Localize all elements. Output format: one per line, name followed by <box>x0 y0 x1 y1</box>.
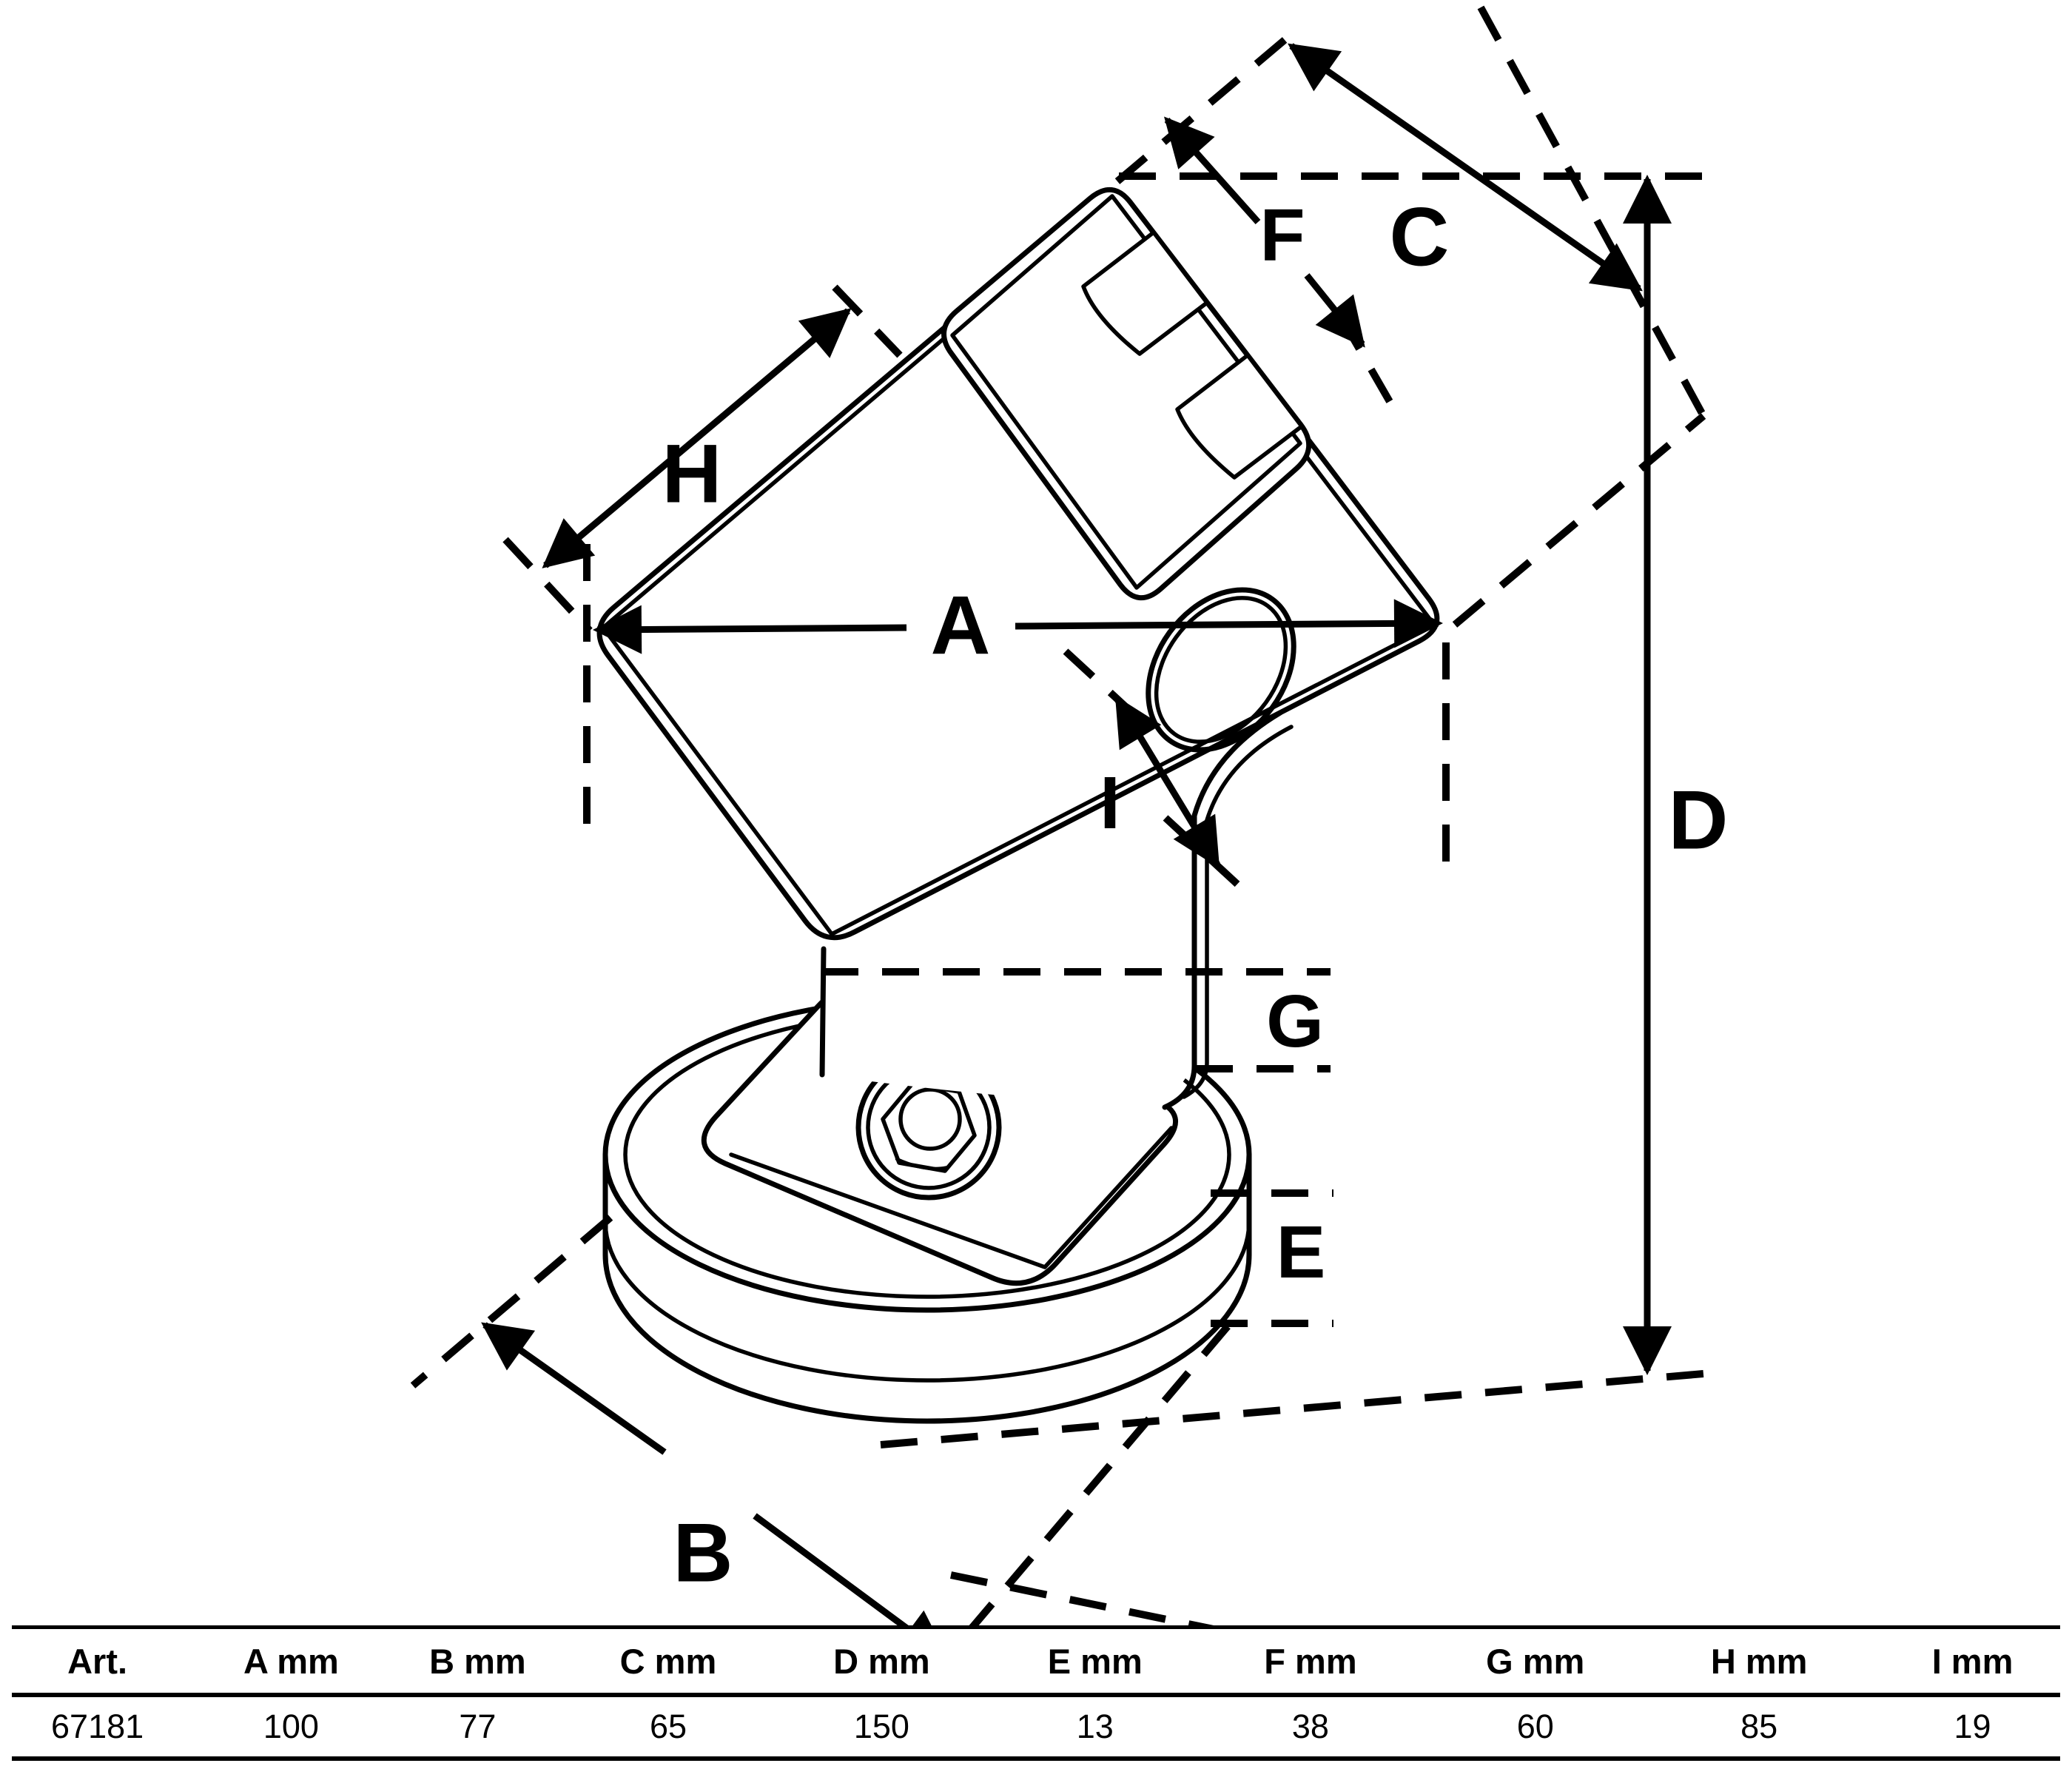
header-cell-g: G mm <box>1486 1641 1585 1681</box>
label-E: E <box>1276 1211 1326 1294</box>
value-cell-e: 13 <box>1076 1708 1114 1745</box>
table-top-rule <box>12 1625 2060 1629</box>
value-cell-a: 100 <box>263 1708 319 1745</box>
ext-tick-h-upper <box>832 284 903 358</box>
spring-clip <box>941 187 1312 601</box>
base-bottom-edge <box>602 1252 1252 1424</box>
label-A: A <box>931 580 991 672</box>
ext-tick-h-lower <box>502 537 593 634</box>
ext-line-right-diagonal-lower <box>1452 413 1706 628</box>
value-cell-d: 150 <box>853 1708 909 1745</box>
dim-arrow-B-lower <box>753 1513 949 1625</box>
ext-line-ground-front <box>949 1571 1214 1625</box>
label-I: I <box>1100 762 1120 845</box>
label-F: F <box>1259 194 1305 277</box>
label-B: B <box>673 1507 733 1599</box>
value-cell-g: 60 <box>1516 1708 1554 1745</box>
value-cell-b: 77 <box>459 1708 497 1745</box>
table-value-row: 67181 100 77 65 150 13 38 60 85 19 <box>0 1697 2072 1756</box>
dim-arrow-A-right <box>1015 599 1443 648</box>
value-cell-i: 19 <box>1954 1708 1991 1745</box>
header-cell-h: H mm <box>1710 1641 1808 1681</box>
dim-arrow-H <box>542 308 852 568</box>
dim-arrow-B-upper <box>481 1322 667 1455</box>
label-H: H <box>662 428 722 520</box>
header-cell-f: F mm <box>1264 1641 1357 1681</box>
dim-arrow-F-upper <box>1164 116 1261 224</box>
ext-line-right-diagonal-upper <box>1477 5 1707 418</box>
header-cell-a: A mm <box>243 1641 339 1681</box>
header-cell-d: D mm <box>833 1641 930 1681</box>
header-cell-i: I mm <box>1931 1641 2014 1681</box>
dim-arrow-I <box>1114 695 1220 869</box>
dimension-labels: H A F C I D G E B <box>662 191 1729 1599</box>
table-header-row: Art. A mm B mm C mm D mm E mm F mm G mm … <box>0 1629 2072 1693</box>
bracket-dimension-diagram: H A F C I D G E B <box>410 5 1729 1625</box>
label-D: D <box>1669 774 1729 867</box>
dimension-arrows <box>481 43 1672 1625</box>
header-cell-b: B mm <box>429 1641 526 1681</box>
arm-left-edge <box>819 946 827 1078</box>
value-cell-h: 85 <box>1740 1708 1778 1745</box>
value-cell-art: 67181 <box>51 1708 144 1745</box>
value-cell-c: 65 <box>649 1708 687 1745</box>
dim-arrow-A-left <box>593 605 907 654</box>
base-top-plate-edge-line <box>729 1126 1174 1269</box>
nut-top-face <box>898 1087 962 1151</box>
ext-line-b-left <box>410 1215 613 1389</box>
ext-line-top-diagonal <box>1114 24 1302 184</box>
table-bottom-rule <box>12 1756 2060 1761</box>
dimension-table: Art. A mm B mm C mm D mm E mm F mm G mm … <box>0 1625 2072 1761</box>
clip-outline <box>941 187 1312 601</box>
label-G: G <box>1266 980 1324 1063</box>
dim-arrow-C <box>1288 43 1643 292</box>
header-cell-art: Art. <box>67 1641 128 1681</box>
label-C: C <box>1390 191 1450 283</box>
table-header-rule <box>12 1693 2060 1697</box>
header-cell-e: E mm <box>1047 1641 1143 1681</box>
base-bottom-lip <box>603 1219 1251 1383</box>
ext-line-ground <box>880 1370 1704 1448</box>
value-cell-f: 38 <box>1291 1708 1329 1745</box>
header-cell-c: C mm <box>619 1641 717 1681</box>
ext-line-b-right <box>969 1323 1231 1625</box>
nut-chamfer-line <box>895 1157 950 1171</box>
clip-tab-1 <box>1081 230 1209 356</box>
dim-arrow-F-lower <box>1304 273 1365 348</box>
clip-tab-2 <box>1175 353 1304 480</box>
